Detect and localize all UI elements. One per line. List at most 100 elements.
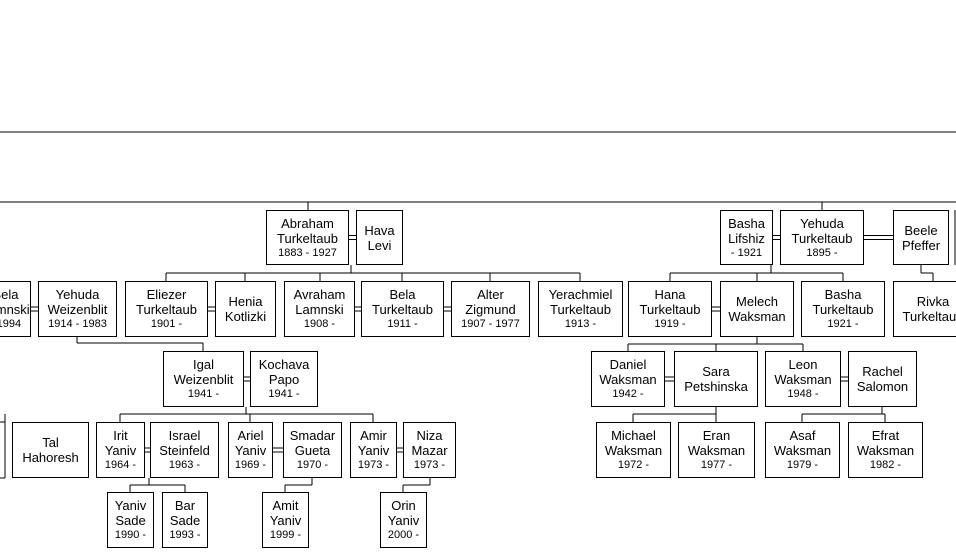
person-first-name: Eran — [702, 428, 731, 443]
person-first-name: Asaf — [789, 428, 816, 443]
person-last-name: Gueta — [294, 443, 331, 458]
person-dates: 1963 - — [168, 459, 201, 471]
person-first-name: Yehuda — [800, 215, 844, 231]
person-dates: 1911 - — [387, 318, 418, 330]
person-last-name: Weizenblit — [173, 372, 234, 387]
person-first-name: Rachel — [862, 364, 903, 379]
person-first-name: Amir — [360, 428, 387, 443]
person-last-name: Salomon — [856, 379, 909, 394]
person-last-name: Waksman — [856, 443, 915, 458]
person-dates: 1914 - 1983 — [48, 318, 107, 330]
person-dates: 1919 - — [654, 318, 686, 330]
person-first-name: Irit — [113, 428, 128, 443]
person-dates: 1969 - — [234, 459, 267, 471]
person-first-name: Eliezer — [146, 287, 187, 302]
person-first-name: Basha — [728, 215, 765, 231]
person-first-name: Bela — [389, 287, 416, 302]
person-first-name: Orin — [391, 498, 416, 513]
person-last-name: Turkeltaub — [812, 302, 874, 317]
person-last-name: Kotlizki — [224, 309, 267, 324]
person-first-name: Efrat — [871, 428, 900, 443]
person-last-name: Waksman — [774, 372, 832, 387]
person-last-name: Yaniv — [104, 443, 137, 458]
person-first-name: Israel — [168, 428, 201, 443]
person-last-name: Pfeffer — [901, 237, 941, 253]
person-first-name: Basha — [824, 287, 862, 302]
person-dates: 1913 - — [564, 318, 597, 330]
person-last-name: Waksman — [728, 309, 786, 324]
person-first-name: Niza — [416, 428, 443, 443]
person-dates: 1973 - — [413, 459, 446, 471]
person-last-name: Turkeltaub — [277, 230, 338, 246]
person-first-name: Beele — [904, 222, 938, 238]
person-first-name: Avraham — [293, 287, 346, 302]
person-last-name: Yaniv — [357, 443, 390, 458]
person-first-name: Hava — [364, 222, 395, 238]
person-last-name: Mazar — [411, 443, 448, 458]
person-dates: 1883 - 1927 — [278, 246, 337, 259]
person-last-name: Levi — [367, 237, 392, 253]
person-dates: 1990 - — [114, 529, 147, 541]
person-dates: 1979 - — [786, 459, 819, 471]
person-last-name: Waksman — [773, 443, 832, 458]
person-last-name: Turkeltaub — [902, 309, 956, 324]
person-dates: 1901 - — [150, 318, 183, 330]
person-last-name: Waksman — [687, 443, 746, 458]
person-first-name: Sara — [702, 364, 730, 379]
person-last-name: Yaniv — [234, 443, 267, 458]
person-dates: - 1994 — [0, 318, 22, 330]
person-dates: 1948 - — [787, 388, 819, 400]
person-dates: 1977 - — [700, 459, 733, 471]
person-last-name: Yaniv — [269, 513, 302, 528]
person-last-name: Zigmund — [465, 302, 516, 317]
person-first-name: Rivka — [916, 294, 950, 309]
person-dates: 1908 - — [303, 318, 336, 330]
person-dates: 1970 - — [296, 459, 329, 471]
person-dates: 1941 - — [268, 388, 300, 400]
person-dates: 1942 - — [612, 388, 644, 400]
person-box-rivka: RivkaTurkeltaub — [893, 281, 956, 337]
person-first-name: Smadar — [289, 428, 336, 443]
person-last-name: Papo — [268, 372, 300, 387]
person-first-name: Igal — [193, 357, 214, 372]
person-first-name: Yehuda — [55, 287, 100, 302]
person-dates: - 1921 — [730, 246, 763, 259]
person-last-name: Lamnski — [295, 302, 344, 317]
person-first-name: Michael — [611, 428, 656, 443]
person-first-name: Abraham — [281, 215, 334, 231]
person-first-name: Henia — [228, 294, 263, 309]
person-dates: 1941 - — [187, 388, 220, 400]
person-dates: 2000 - — [387, 529, 420, 541]
person-dates: 1895 - — [806, 246, 838, 259]
person-last-name: Waksman — [599, 372, 657, 387]
person-last-name: Turkeltaub — [550, 302, 611, 317]
